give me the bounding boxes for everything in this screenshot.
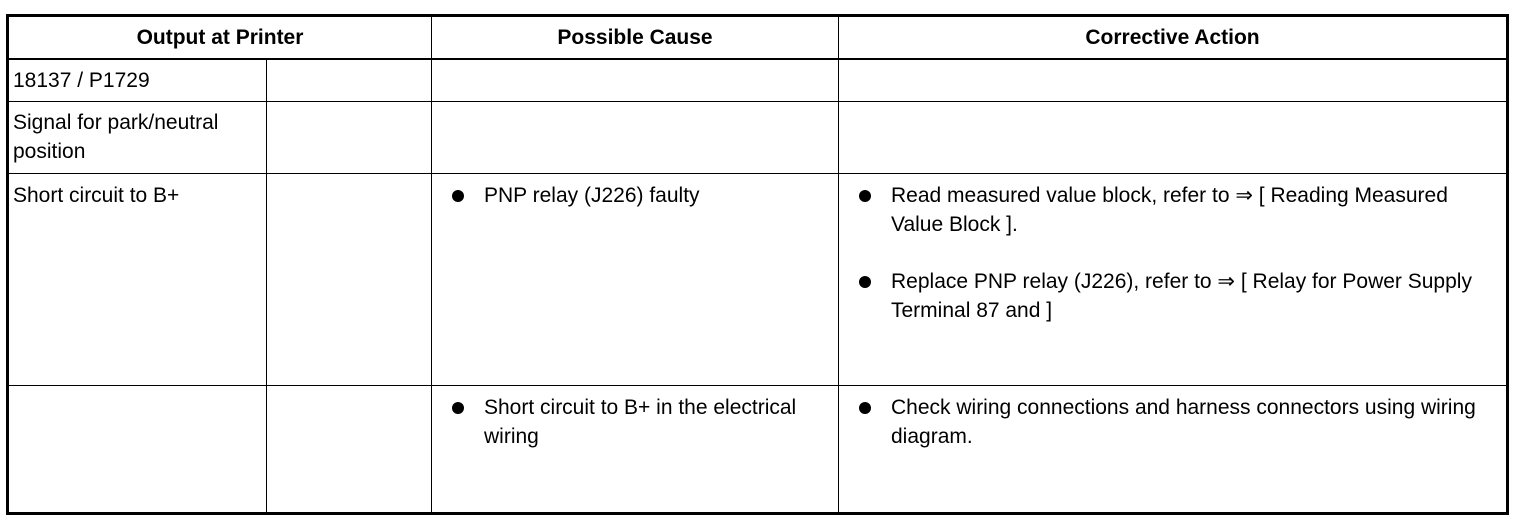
empty-cell <box>266 101 432 174</box>
fault-signal-description: Signal for park/neutral position <box>7 101 267 174</box>
action-list: Read measured value block, refer to ⇒ [ … <box>859 181 1502 325</box>
empty-cell <box>838 58 1508 102</box>
fault-type: Short circuit to B+ <box>7 173 267 386</box>
action-item: Read measured value block, refer to ⇒ [ … <box>859 181 1502 239</box>
cause-item: PNP relay (J226) faulty <box>452 181 834 210</box>
cause-item: Short circuit to B+ in the electrical wi… <box>452 393 834 451</box>
cause-list: Short circuit to B+ in the electrical wi… <box>452 393 834 451</box>
diagnostic-table: Output at Printer Possible Cause Correct… <box>6 14 1509 515</box>
empty-cell <box>266 58 432 102</box>
corrective-action-cell: Read measured value block, refer to ⇒ [ … <box>838 173 1508 386</box>
header-possible-cause: Possible Cause <box>431 15 839 60</box>
action-item: Check wiring connections and harness con… <box>859 393 1502 451</box>
empty-cell <box>7 385 267 514</box>
empty-cell <box>431 58 839 102</box>
empty-cell <box>266 173 432 386</box>
table-row: 18137 / P1729 <box>7 58 1508 102</box>
possible-cause-cell: PNP relay (J226) faulty <box>431 173 839 386</box>
header-output-at-printer: Output at Printer <box>7 15 432 60</box>
action-list: Check wiring connections and harness con… <box>859 393 1502 451</box>
cause-list: PNP relay (J226) faulty <box>452 181 834 210</box>
possible-cause-cell: Short circuit to B+ in the electrical wi… <box>431 385 839 514</box>
corrective-action-cell: Check wiring connections and harness con… <box>838 385 1508 514</box>
table-row: Short circuit to B+ in the electrical wi… <box>7 385 1508 514</box>
table-row: Signal for park/neutral position <box>7 101 1508 174</box>
table-header-row: Output at Printer Possible Cause Correct… <box>7 15 1508 60</box>
empty-cell <box>838 101 1508 174</box>
empty-cell <box>431 101 839 174</box>
action-item: Replace PNP relay (J226), refer to ⇒ [ R… <box>859 267 1502 325</box>
table-row: Short circuit to B+ PNP relay (J226) fau… <box>7 173 1508 386</box>
empty-cell <box>266 385 432 514</box>
fault-code: 18137 / P1729 <box>7 58 267 102</box>
header-corrective-action: Corrective Action <box>838 15 1508 60</box>
